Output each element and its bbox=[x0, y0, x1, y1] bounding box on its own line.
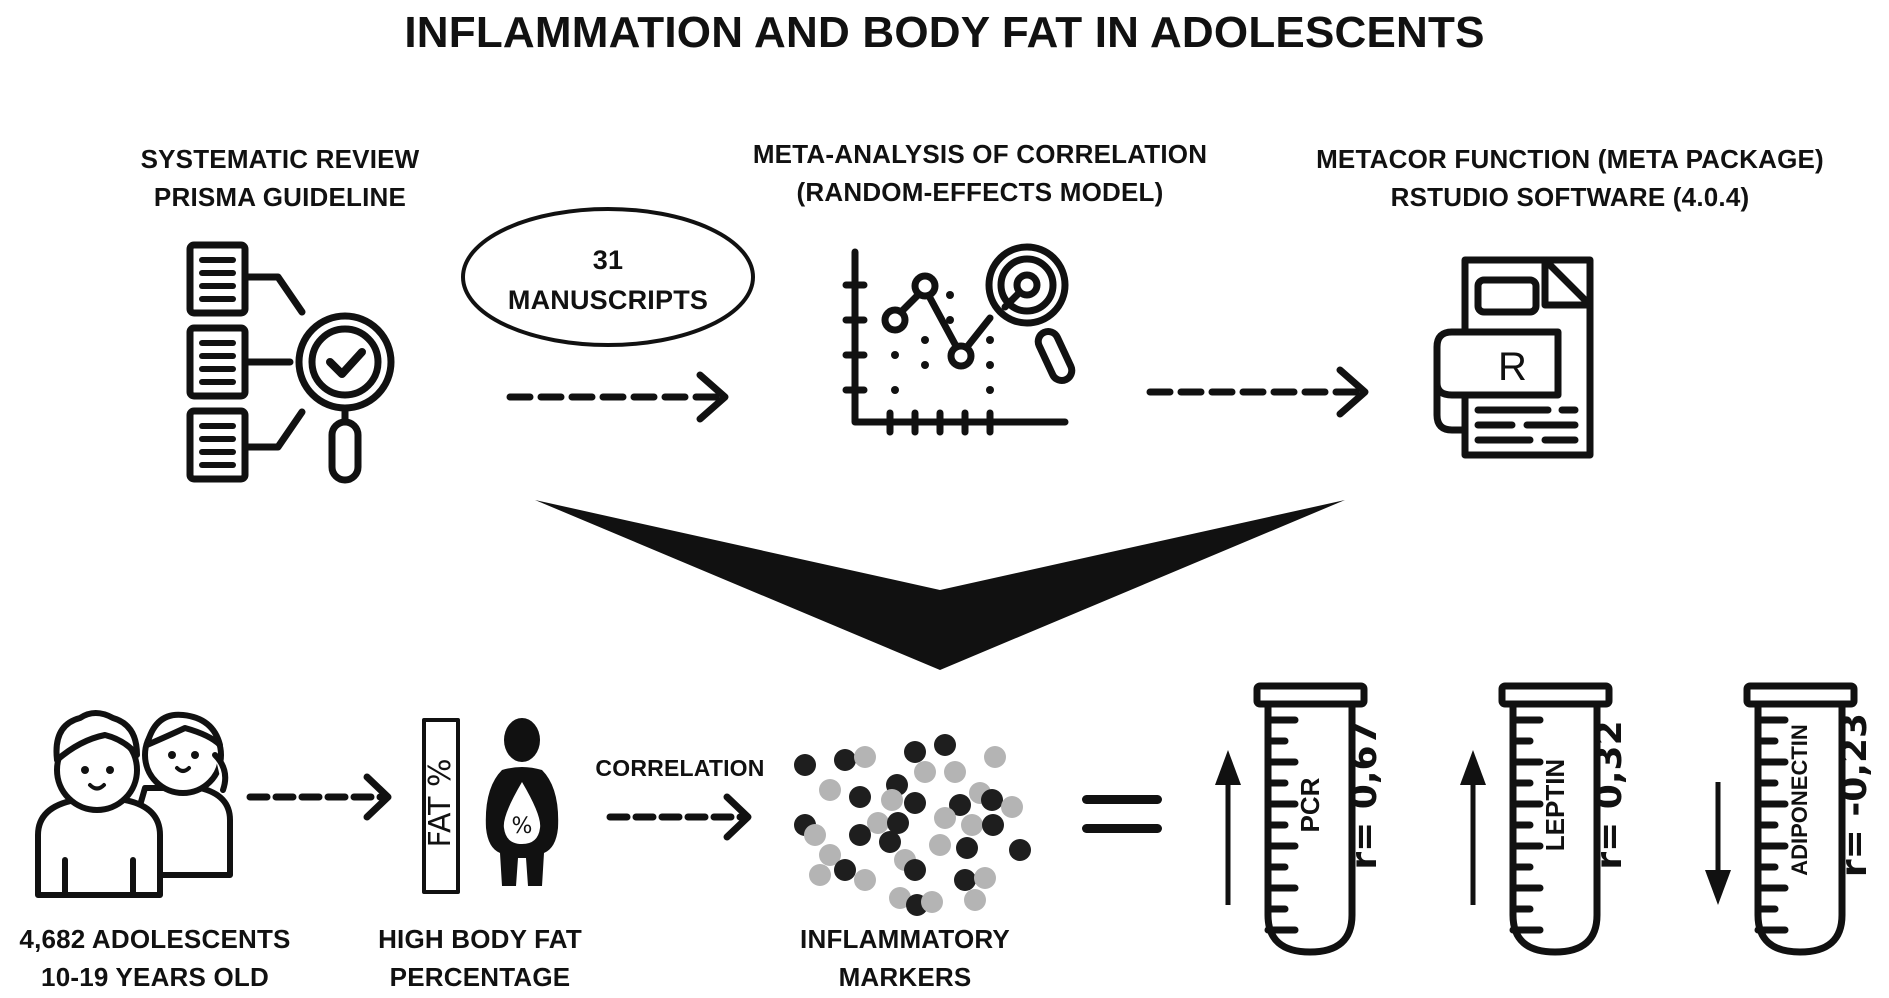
fat-percent-gauge bbox=[422, 718, 460, 894]
chart-analysis-magnifier-icon bbox=[842, 243, 1076, 436]
markers-dots-icon bbox=[794, 734, 1031, 916]
marker-dot bbox=[954, 869, 976, 891]
marker-dot bbox=[1001, 796, 1023, 818]
decrease-arrow-icon bbox=[1705, 782, 1731, 905]
test-tube-leptin: LEPTIN r= 0,32 bbox=[1455, 670, 1630, 970]
r-document-icon: R bbox=[1433, 256, 1594, 459]
test-tube-pcr: PCR r= 0,67 bbox=[1210, 670, 1385, 970]
marker-dot bbox=[794, 754, 816, 776]
marker-dot bbox=[944, 761, 966, 783]
marker-dot bbox=[961, 814, 983, 836]
marker-name: LEPTIN bbox=[1540, 758, 1570, 852]
equals-sign-icon bbox=[1082, 795, 1162, 835]
step-label-line1: METACOR FUNCTION (META PACKAGE) bbox=[1316, 144, 1824, 174]
marker-dot bbox=[984, 746, 1006, 768]
population-label-line1: 4,682 ADOLESCENTS bbox=[19, 924, 291, 954]
step-label-line1: META-ANALYSIS OF CORRELATION bbox=[752, 139, 1208, 169]
increase-arrow-icon bbox=[1215, 750, 1241, 905]
marker-dot bbox=[934, 734, 956, 756]
marker-dot bbox=[949, 794, 971, 816]
manuscripts-count: 31 MANUSCRIPTS bbox=[458, 240, 758, 320]
population-label: 4,682 ADOLESCENTS 10-19 YEARS OLD bbox=[0, 920, 310, 996]
marker-dot bbox=[904, 859, 926, 881]
marker-dot bbox=[929, 834, 951, 856]
marker-dot bbox=[819, 779, 841, 801]
marker-dot bbox=[879, 831, 901, 853]
step-label-line2: RSTUDIO SOFTWARE (4.0.4) bbox=[1390, 182, 1750, 212]
marker-dot bbox=[834, 749, 856, 771]
manuscripts-count-number: 31 bbox=[592, 245, 624, 275]
step-meta-analysis-label: META-ANALYSIS OF CORRELATION (RANDOM-EFF… bbox=[680, 135, 1280, 211]
exposure-label-line1: HIGH BODY FAT bbox=[378, 924, 582, 954]
correlation-value: r= 0,67 bbox=[1344, 720, 1385, 870]
marker-dot bbox=[934, 807, 956, 829]
increase-arrow-icon bbox=[1460, 750, 1486, 905]
dashed-arrow-icon bbox=[606, 793, 752, 841]
marker-dot bbox=[964, 889, 986, 911]
marker-dot bbox=[914, 761, 936, 783]
document-search-check-icon bbox=[186, 241, 395, 484]
body-percent-symbol: % bbox=[512, 814, 533, 839]
marker-dot bbox=[904, 741, 926, 763]
fat-percent-text: FAT % bbox=[423, 758, 458, 848]
r-logo-letter: R bbox=[1498, 345, 1527, 389]
marker-dot bbox=[809, 864, 831, 886]
body-fat-icon: FAT % % bbox=[422, 718, 572, 898]
marker-dot bbox=[854, 869, 876, 891]
marker-dot bbox=[881, 789, 903, 811]
correlation-value: r= 0,32 bbox=[1589, 720, 1630, 870]
step-label-line1: SYSTEMATIC REVIEW bbox=[140, 144, 420, 174]
manuscripts-bubble bbox=[461, 207, 755, 347]
dashed-arrow-icon bbox=[246, 773, 392, 821]
exposure-label: HIGH BODY FAT PERCENTAGE bbox=[330, 920, 630, 996]
marker-name: PCR bbox=[1295, 777, 1325, 833]
outcome-label-line1: INFLAMMATORY bbox=[800, 924, 1010, 954]
outcome-label: INFLAMMATORY MARKERS bbox=[760, 920, 1050, 996]
marker-dot bbox=[982, 814, 1004, 836]
marker-dot bbox=[854, 746, 876, 768]
test-tube-adiponectin: ADIPONECTIN r= -0,23 bbox=[1700, 670, 1875, 970]
marker-dot bbox=[804, 824, 826, 846]
marker-dot bbox=[904, 792, 926, 814]
step-label-line2: PRISMA GUIDELINE bbox=[153, 182, 407, 212]
step-label-line2: (RANDOM-EFFECTS MODEL) bbox=[796, 177, 1164, 207]
dashed-arrow-icon bbox=[506, 371, 729, 423]
marker-dot bbox=[834, 859, 856, 881]
marker-dot bbox=[887, 812, 909, 834]
adolescents-icon bbox=[35, 710, 233, 898]
step-metacor-label: METACOR FUNCTION (META PACKAGE) RSTUDIO … bbox=[1270, 140, 1870, 216]
marker-dot bbox=[849, 786, 871, 808]
marker-dot bbox=[867, 812, 889, 834]
dashed-arrow-icon bbox=[1146, 366, 1369, 418]
outcome-label-line2: MARKERS bbox=[838, 962, 972, 992]
marker-name: ADIPONECTIN bbox=[1787, 724, 1812, 876]
marker-dot bbox=[974, 867, 996, 889]
population-label-line2: 10-19 YEARS OLD bbox=[41, 962, 269, 992]
exposure-label-line2: PERCENTAGE bbox=[389, 962, 571, 992]
marker-dot bbox=[849, 824, 871, 846]
marker-dot bbox=[921, 891, 943, 913]
manuscripts-count-label: MANUSCRIPTS bbox=[507, 285, 709, 315]
marker-dot bbox=[956, 837, 978, 859]
correlation-label: CORRELATION bbox=[595, 755, 765, 781]
correlation-value: r= -0,23 bbox=[1834, 712, 1875, 878]
convergence-triangle bbox=[535, 500, 1345, 670]
marker-dot bbox=[981, 789, 1003, 811]
marker-dot bbox=[889, 887, 911, 909]
page-title: INFLAMMATION AND BODY FAT IN ADOLESCENTS bbox=[404, 8, 1485, 57]
marker-dot bbox=[819, 844, 841, 866]
step-systematic-review-label: SYSTEMATIC REVIEW PRISMA GUIDELINE bbox=[60, 140, 500, 216]
marker-dot bbox=[1009, 839, 1031, 861]
